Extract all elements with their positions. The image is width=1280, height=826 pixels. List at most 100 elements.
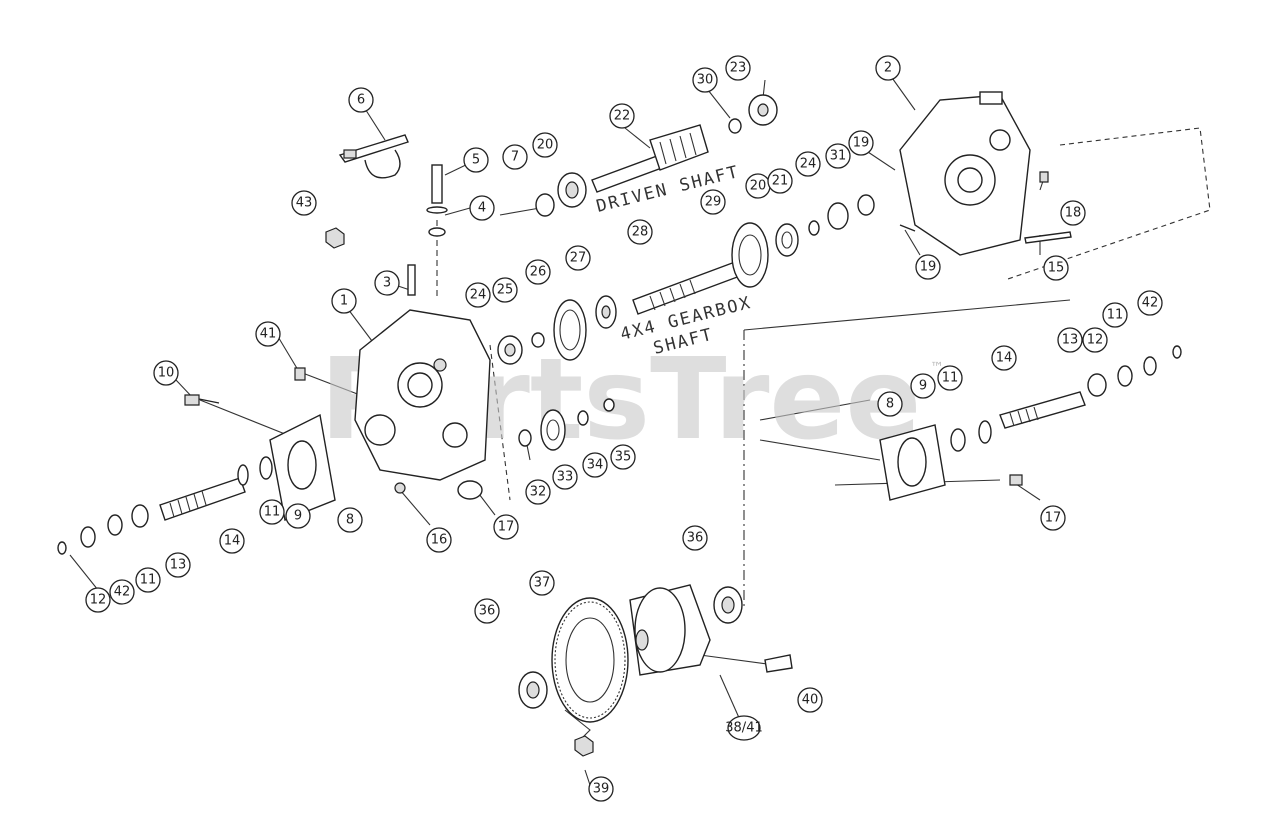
- housing-left: [354, 309, 491, 481]
- ring-12-right: [1117, 365, 1133, 387]
- callout-label: 15: [1048, 261, 1065, 276]
- callout-label: 8: [346, 513, 354, 528]
- ring-11-left: [237, 464, 249, 486]
- callout-label: 19: [853, 136, 870, 151]
- callout-c24a: 24: [465, 282, 491, 308]
- callout-label: 10: [158, 366, 175, 381]
- callout-label: 31: [830, 149, 847, 164]
- callout-bubble: [1082, 327, 1108, 353]
- callout-c29: 29: [700, 189, 726, 215]
- callout-c8a: 8: [877, 391, 903, 417]
- callout-label: 30: [697, 73, 714, 88]
- callout-bubble: [565, 245, 591, 271]
- callout-label: 20: [750, 179, 767, 194]
- callout-bubble: [682, 525, 708, 551]
- callout-label: 9: [294, 509, 302, 524]
- callout-bubble: [552, 464, 578, 490]
- callout-bubble: [848, 130, 874, 156]
- callout-label: 7: [511, 150, 519, 165]
- bolt-40: [764, 654, 793, 673]
- callout-bubble: [609, 103, 635, 129]
- callout-bubble: [255, 321, 281, 347]
- bearing-36-left: [518, 671, 548, 709]
- callout-bubble: [525, 259, 551, 285]
- leader-lines: [69, 74, 1211, 786]
- callout-c12b: 12: [85, 587, 111, 613]
- callout-c42b: 42: [109, 579, 135, 605]
- callout-c40: 40: [797, 687, 823, 713]
- bolt-17-right: [1009, 474, 1023, 486]
- callout-label: 19: [920, 260, 937, 275]
- gear-20-right: [775, 223, 799, 257]
- callout-c7a: 7: [502, 144, 528, 170]
- callout-label: 42: [1142, 296, 1159, 311]
- callout-bubble: [219, 528, 245, 554]
- pin-3: [407, 264, 416, 296]
- callout-label: 18: [1065, 206, 1082, 221]
- callout-c32: 32: [525, 479, 551, 505]
- callout-c35: 35: [610, 444, 636, 470]
- bearing-36-right: [713, 586, 743, 624]
- callout-bubble: [910, 373, 936, 399]
- nut-43: [325, 227, 345, 249]
- callout-c9b: 9: [285, 503, 311, 529]
- ring-34: [577, 410, 589, 426]
- callout-bubble: [465, 282, 491, 308]
- callout-bubble: [627, 219, 653, 245]
- coupler-27: [595, 295, 617, 329]
- callout-c25: 25: [492, 277, 518, 303]
- bearing-13-right: [1087, 373, 1107, 397]
- callout-label: 40: [802, 693, 819, 708]
- callout-c8b: 8: [337, 507, 363, 533]
- callout-bubble: [1137, 290, 1163, 316]
- callout-bubble: [1057, 327, 1083, 353]
- callout-bubble: [797, 687, 823, 713]
- callout-label: 2: [884, 61, 892, 76]
- callout-bubble: [991, 345, 1017, 371]
- callout-bubble: [525, 479, 551, 505]
- ring-31: [857, 194, 875, 216]
- ring-21: [808, 220, 820, 236]
- callout-c42a: 42: [1137, 290, 1163, 316]
- callout-label: 28: [632, 225, 649, 240]
- callout-bubble: [492, 277, 518, 303]
- callout-label: 11: [1107, 308, 1124, 323]
- callout-label: 24: [800, 157, 817, 172]
- callout-c27: 27: [565, 245, 591, 271]
- callout-bubble: [291, 190, 317, 216]
- callout-bubble: [825, 143, 851, 169]
- ring-30: [728, 118, 742, 134]
- callout-label: 8: [886, 397, 894, 412]
- callout-c20b: 20: [745, 173, 771, 199]
- callout-bubble: [1060, 200, 1086, 226]
- callout-c22: 22: [609, 103, 635, 129]
- gear-26: [553, 299, 587, 361]
- callout-c6: 6: [348, 87, 374, 113]
- ring-gear-37: [551, 597, 629, 723]
- callout-bubble: [915, 254, 941, 280]
- callout-bubble: [1102, 302, 1128, 328]
- callout-c13b: 13: [165, 552, 191, 578]
- bolt-10: [184, 394, 220, 406]
- callout-bubble: [337, 507, 363, 533]
- callout-c33: 33: [552, 464, 578, 490]
- callout-label: 27: [570, 251, 587, 266]
- callout-label: 36: [687, 531, 704, 546]
- callout-label: 29: [705, 195, 722, 210]
- clip-42-right: [1172, 345, 1182, 359]
- bolt-41: [294, 367, 306, 381]
- callout-label: 22: [614, 109, 631, 124]
- callout-c11c: 11: [259, 499, 285, 525]
- bearing-24-right: [827, 202, 849, 230]
- callout-c20a: 20: [532, 132, 558, 158]
- ring-35: [603, 398, 615, 412]
- callout-label: 13: [170, 558, 187, 573]
- callout-label: 16: [431, 533, 448, 548]
- callout-label: 21: [772, 174, 789, 189]
- callout-c41: 41: [255, 321, 281, 347]
- callout-label: 25: [497, 283, 514, 298]
- callout-c16: 16: [426, 527, 452, 553]
- callout-bubble: [348, 87, 374, 113]
